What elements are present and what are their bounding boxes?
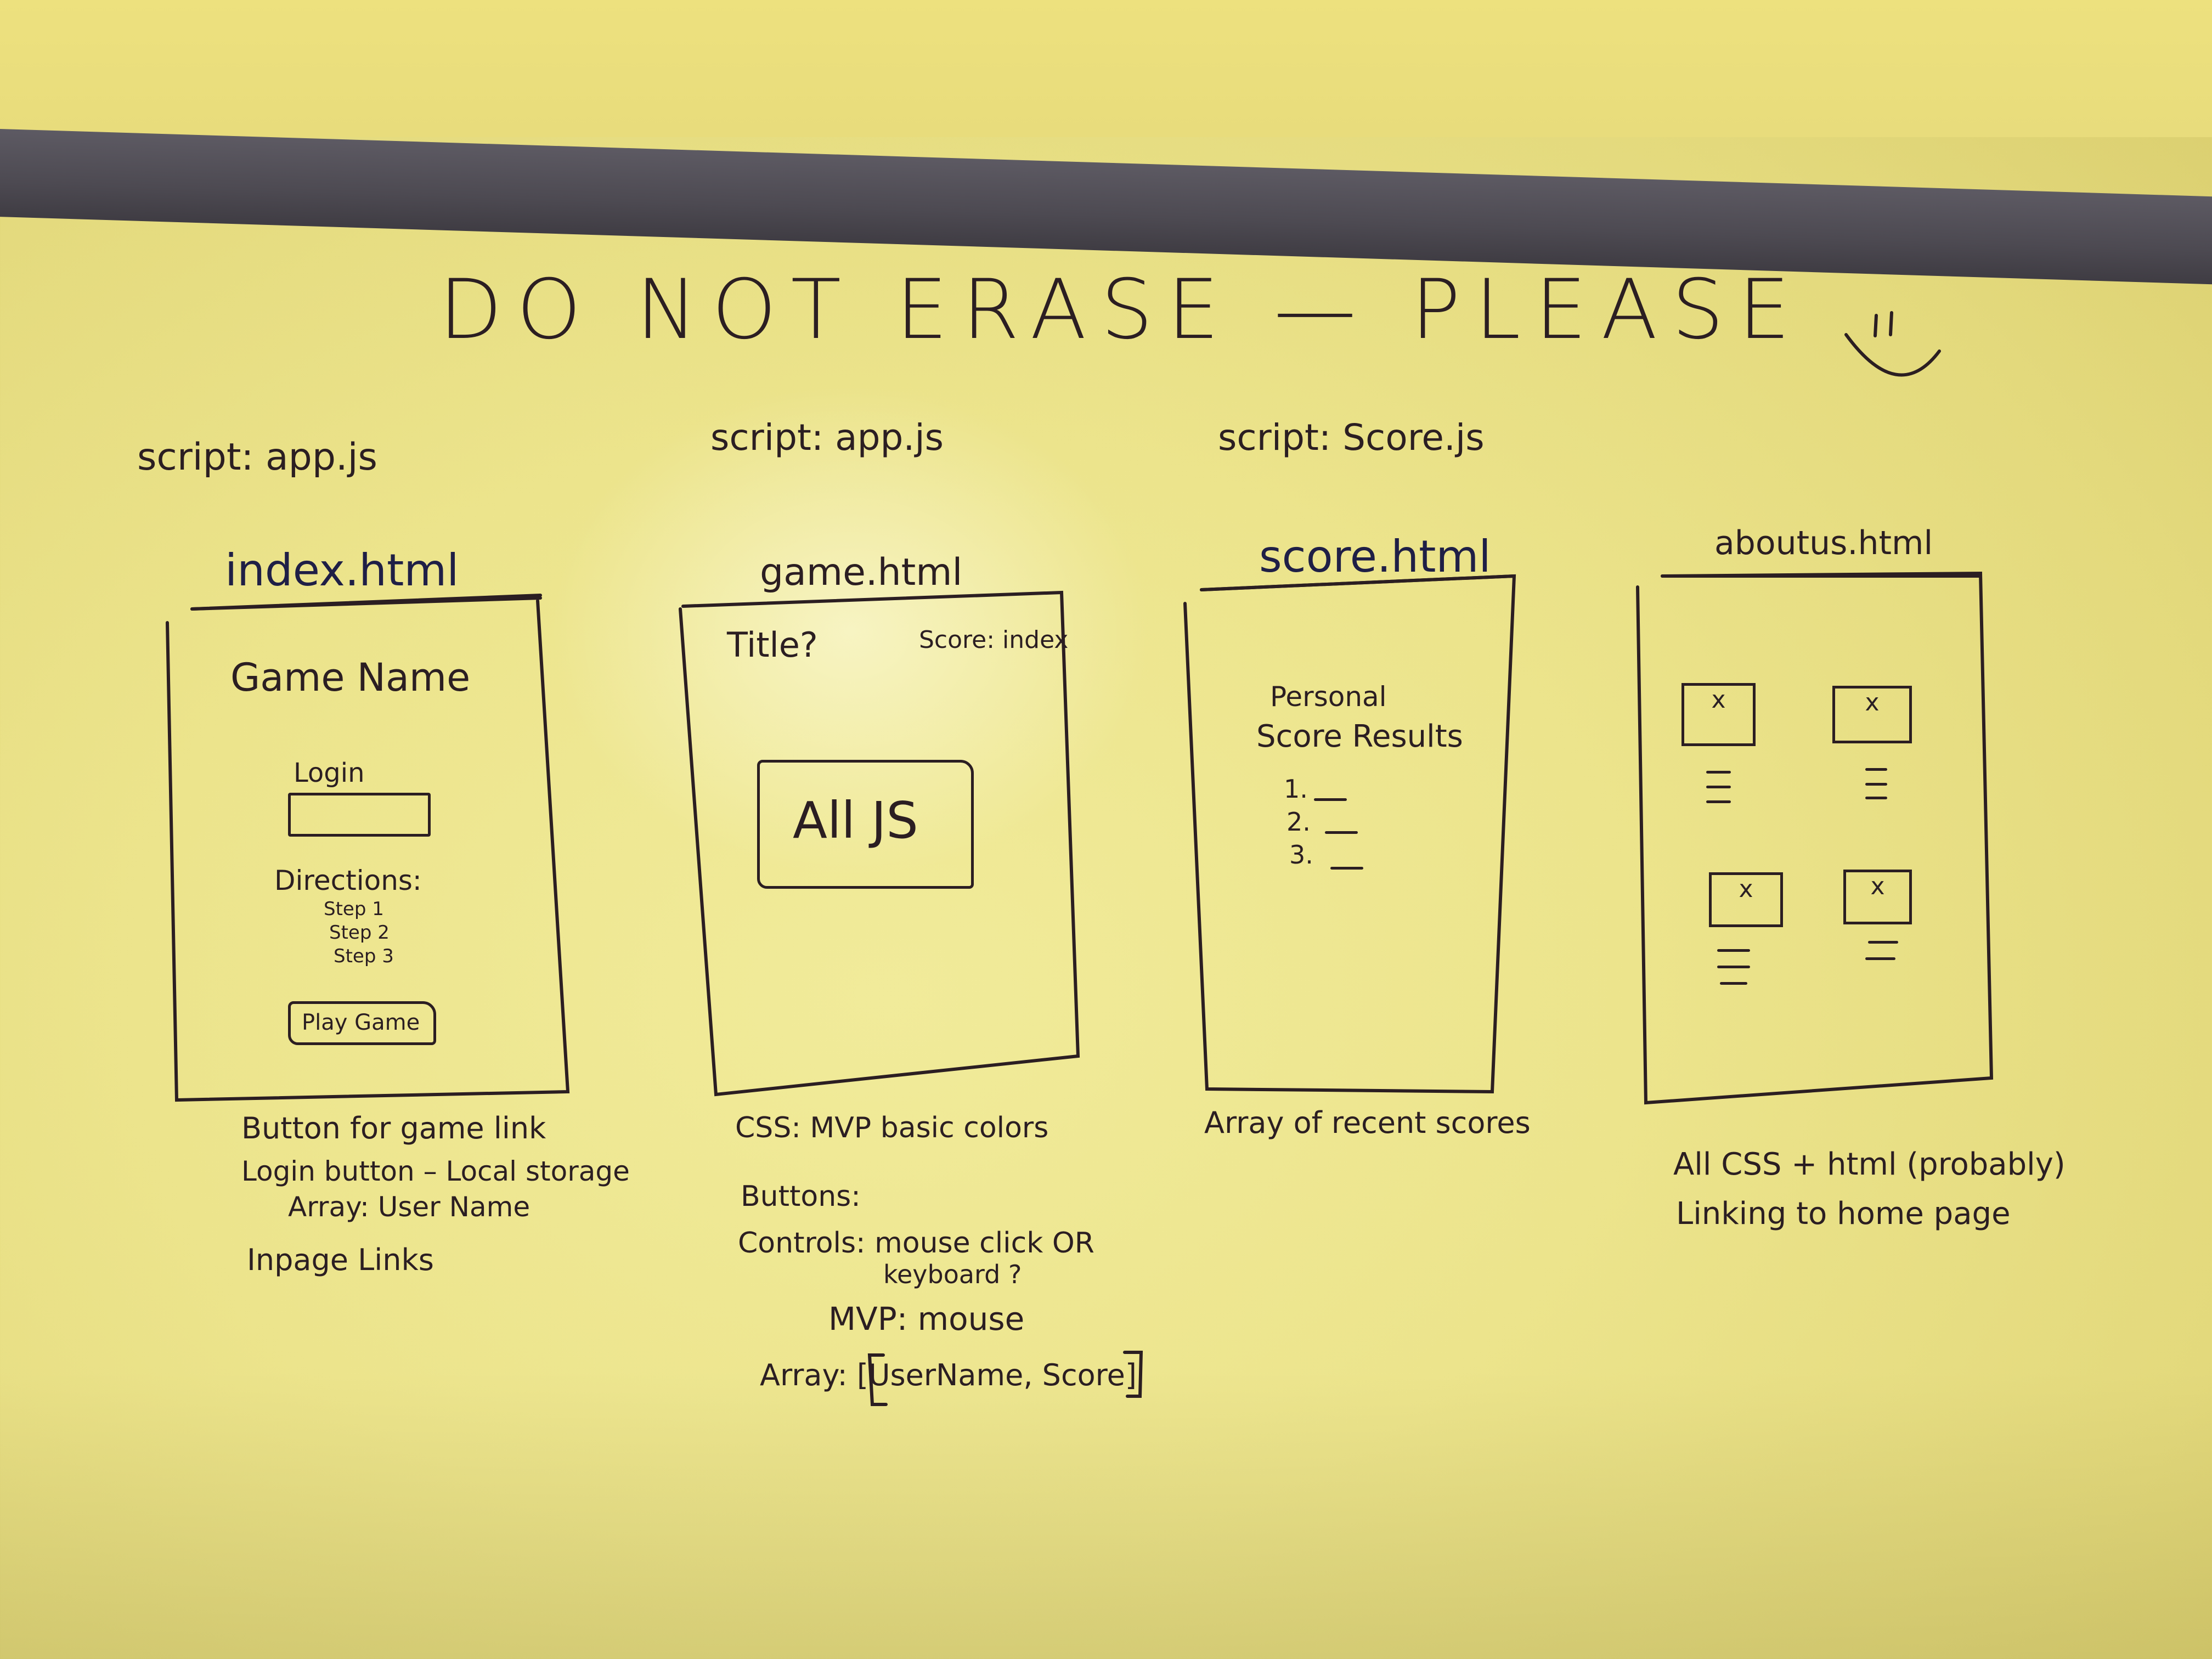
col1-play-button-sketch: Play Game xyxy=(288,1001,436,1045)
col4-text-line xyxy=(1865,783,1887,786)
col4-text-line xyxy=(1706,771,1731,774)
image-placeholder-x-icon: x xyxy=(1739,875,1753,903)
col4-placeholder-2: x xyxy=(1832,686,1912,743)
col2-note-6: Array: [UserName, Score] xyxy=(760,1358,1137,1392)
col1-directions-label: Directions: xyxy=(274,865,422,896)
col1-play-button-label: Play Game xyxy=(302,1010,420,1035)
col4-text-line xyxy=(1865,797,1887,799)
col3-list-1-line xyxy=(1314,798,1347,801)
col4-text-line xyxy=(1706,800,1731,803)
col4-note-1: All CSS + html (probably) xyxy=(1673,1147,2066,1182)
col4-note-2: Linking to home page xyxy=(1676,1196,2011,1232)
col1-note-2: Login button – Local storage xyxy=(241,1155,630,1187)
board-shade xyxy=(0,1372,2212,1659)
image-placeholder-x-icon: x xyxy=(1711,686,1726,714)
col3-page-name: score.html xyxy=(1259,531,1491,582)
col1-note-3: Array: User Name xyxy=(288,1191,531,1223)
col3-heading-line1: Personal xyxy=(1270,681,1387,713)
col3-note-1: Array of recent scores xyxy=(1204,1105,1531,1140)
col2-title-label: Title? xyxy=(727,625,818,665)
col1-note-4: Inpage Links xyxy=(247,1243,434,1277)
col2-score-label: Score: index xyxy=(919,626,1069,654)
col4-text-line xyxy=(1865,957,1895,960)
image-placeholder-x-icon: x xyxy=(1865,689,1880,716)
col4-text-line xyxy=(1717,949,1750,952)
col1-step-1: Step 1 xyxy=(324,898,384,920)
col4-text-line xyxy=(1720,982,1747,985)
col4-text-line xyxy=(1865,768,1887,771)
col4-text-line xyxy=(1717,966,1750,968)
col3-list-2: 2. xyxy=(1286,807,1311,837)
col3-list-1: 1. xyxy=(1284,774,1308,804)
board-title: DO NOT ERASE — PLEASE xyxy=(439,262,1805,358)
col4-page-name: aboutus.html xyxy=(1714,524,1933,562)
col4-placeholder-1: x xyxy=(1681,683,1756,746)
col2-all-js-label: All JS xyxy=(793,791,918,850)
col2-note-3: Controls: mouse click OR xyxy=(738,1227,1094,1260)
col2-note-5: MVP: mouse xyxy=(828,1300,1025,1338)
col3-heading-line2: Score Results xyxy=(1256,719,1463,754)
col1-step-3: Step 3 xyxy=(334,945,394,967)
col1-script-label: script: app.js xyxy=(137,436,377,479)
wall-above-board xyxy=(0,0,2212,137)
col2-script-label: script: app.js xyxy=(710,416,944,459)
col3-list-3-line xyxy=(1330,867,1363,870)
col1-note-1: Button for game link xyxy=(241,1111,546,1146)
col2-all-js-box: All JS xyxy=(757,760,974,889)
col1-login-input-sketch xyxy=(288,793,431,837)
col2-page-name: game.html xyxy=(760,551,963,594)
col1-page-name: index.html xyxy=(225,545,459,596)
col4-text-line xyxy=(1706,786,1731,788)
col2-note-4: keyboard ? xyxy=(883,1260,1022,1289)
image-placeholder-x-icon: x xyxy=(1870,872,1885,900)
col2-note-2: Buttons: xyxy=(741,1180,861,1213)
smiley-face-icon xyxy=(1844,311,1941,377)
col1-heading: Game Name xyxy=(230,655,471,700)
col4-placeholder-3: x xyxy=(1709,872,1783,927)
col4-placeholder-4: x xyxy=(1843,870,1912,924)
col1-step-2: Step 2 xyxy=(329,922,390,944)
col3-script-label: script: Score.js xyxy=(1218,416,1485,459)
col3-list-3: 3. xyxy=(1289,840,1313,870)
col1-login-label: Login xyxy=(294,758,365,788)
col2-note-1: CSS: MVP basic colors xyxy=(735,1111,1049,1144)
col4-text-line xyxy=(1868,941,1898,944)
col3-list-2-line xyxy=(1325,831,1358,834)
